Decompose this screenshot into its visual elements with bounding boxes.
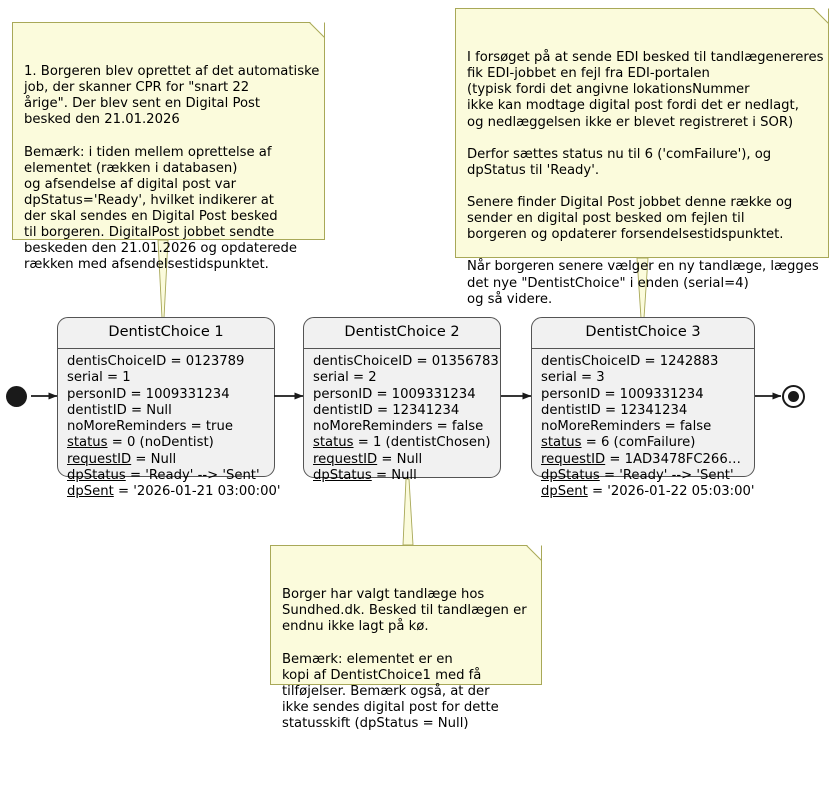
state-attribute-key: noMoreReminders [67,419,187,435]
state-attribute-key: dpSent [541,484,588,500]
state-attribute-key: noMoreReminders [541,419,661,435]
state-attribute-row: serial = 2 [313,370,491,386]
state-attribute-value: = 1009331234 [600,386,704,402]
state-attribute-value: = 3 [576,370,605,386]
state-attribute-value: = 1AD3478FC266… [605,451,741,467]
state-attribute-row: dentistID = Null [67,403,265,419]
state-attribute-row: dpSent = '2026-01-22 05:03:00' [541,484,755,500]
state-attribute-key: dpSent [67,484,114,500]
state-attribute-row: requestID = Null [67,452,265,468]
note-dentistchoice-1-text: 1. Borgeren blev oprettet af det automat… [24,64,320,273]
state-attribute-value: = Null [371,468,417,484]
state-attribute-value: = 6 (comFailure) [581,435,696,451]
state-attribute-row: serial = 3 [541,370,745,386]
state-attribute-value: = 12341234 [372,402,460,418]
state-attribute-value: = 'Ready' --> 'Sent' [599,468,734,484]
note-connectors [157,239,649,546]
state-attribute-row: noMoreReminders = false [541,419,745,435]
state-attribute-row: noMoreReminders = false [313,419,491,435]
state-attribute-value: = 0123789 [166,354,245,369]
state-attribute-value: = 1009331234 [126,386,230,402]
state-attribute-key: requestID [67,451,132,467]
state-attribute-key: personID [67,386,127,402]
state-attribute-value: = '2026-01-21 03:00:00' [113,484,281,500]
state-attribute-row: status = 1 (dentistChosen) [313,435,491,451]
state-attribute-value: = 'Ready' --> 'Sent' [125,468,260,484]
state-attribute-value: = Null [377,451,423,467]
state-attribute-key: status [541,435,582,451]
note-dentistchoice-3-text: I forsøget på at sende EDI besked til ta… [467,50,824,307]
transition-arrows [31,392,782,400]
state-attribute-value: = true [186,419,233,435]
state-attribute-key: dentistID [67,402,127,418]
state-attribute-key: status [67,435,108,451]
state-attribute-key: dentisChoiceID [541,354,641,369]
state-attribute-row: noMoreReminders = true [67,419,265,435]
state-attribute-key: personID [313,386,373,402]
state-attribute-value: = 1242883 [640,354,719,369]
state-attribute-key: noMoreReminders [313,419,433,435]
state-attribute-row: dpStatus = 'Ready' --> 'Sent' [541,468,745,484]
state-attribute-row: serial = 1 [67,370,265,386]
state-attribute-row: personID = 1009331234 [313,387,491,403]
state-attribute-row: dpStatus = Null [313,468,491,484]
state-attribute-row: dpSent = '2026-01-21 03:00:00' [67,484,281,500]
state-attribute-key: dpStatus [313,468,372,484]
state-attribute-value: = 1009331234 [372,386,476,402]
end-node [782,385,805,408]
state-attribute-key: dpStatus [67,468,126,484]
state-attribute-key: requestID [541,451,606,467]
state-attribute-value: = 01356783 [412,354,499,369]
state-attribute-key: dentistID [313,402,373,418]
diagram-canvas: 1. Borgeren blev oprettet af det automat… [6,8,829,731]
start-node [6,386,27,407]
state-attribute-value: = false [432,419,484,435]
state-attribute-value: = 2 [348,370,377,386]
state-dentistchoice-3[interactable]: DentistChoice 3 dentisChoiceID = 1242883… [531,317,755,499]
state-attribute-value: = 1 (dentistChosen) [353,435,491,451]
state-attribute-value: = Null [131,451,177,467]
note-dentistchoice-3: I forsøget på at sende EDI besked til ta… [455,8,829,307]
state-attribute-row: status = 6 (comFailure) [541,435,745,451]
state-attribute-row: dentistID = 12341234 [313,403,491,419]
state-dentistchoice-2[interactable]: DentistChoice 2 dentisChoiceID = 0135678… [303,317,501,483]
note-dentistchoice-1: 1. Borgeren blev oprettet af det automat… [12,22,325,272]
state-title: DentistChoice 2 [304,318,500,349]
state-title: DentistChoice 3 [532,318,754,349]
state-attribute-row: dentistID = 12341234 [541,403,745,419]
state-attribute-row: requestID = 1AD3478FC266… [541,452,745,468]
state-attribute-value: = 1 [102,370,131,386]
state-attribute-key: requestID [313,451,378,467]
state-attribute-value: = Null [126,402,172,418]
state-attribute-key: serial [313,370,349,386]
state-attribute-value: = false [660,419,712,435]
state-attribute-row: dentisChoiceID = 1242883 [541,354,745,370]
state-attribute-row: dentisChoiceID = 0123789 [67,354,265,370]
state-attribute-row: requestID = Null [313,452,491,468]
state-attribute-key: dpStatus [541,468,600,484]
state-attribute-key: dentistID [541,402,601,418]
state-attribute-key: dentisChoiceID [67,354,167,369]
state-attribute-value: = '2026-01-22 05:03:00' [587,484,755,500]
state-attribute-key: dentisChoiceID [313,354,413,369]
state-attribute-value: = 0 (noDentist) [107,435,214,451]
state-attribute-row: status = 0 (noDentist) [67,435,265,451]
state-attribute-row: dpStatus = 'Ready' --> 'Sent' [67,468,265,484]
state-attribute-row: dentisChoiceID = 01356783 [313,354,499,370]
state-attribute-key: status [313,435,354,451]
state-dentistchoice-1[interactable]: DentistChoice 1 dentisChoiceID = 0123789… [57,317,281,499]
state-attribute-key: personID [541,386,601,402]
state-attribute-value: = 12341234 [600,402,688,418]
state-attribute-row: personID = 1009331234 [67,387,265,403]
state-attribute-key: serial [541,370,577,386]
state-title: DentistChoice 1 [58,318,274,349]
state-attribute-key: serial [67,370,103,386]
state-attribute-row: personID = 1009331234 [541,387,745,403]
